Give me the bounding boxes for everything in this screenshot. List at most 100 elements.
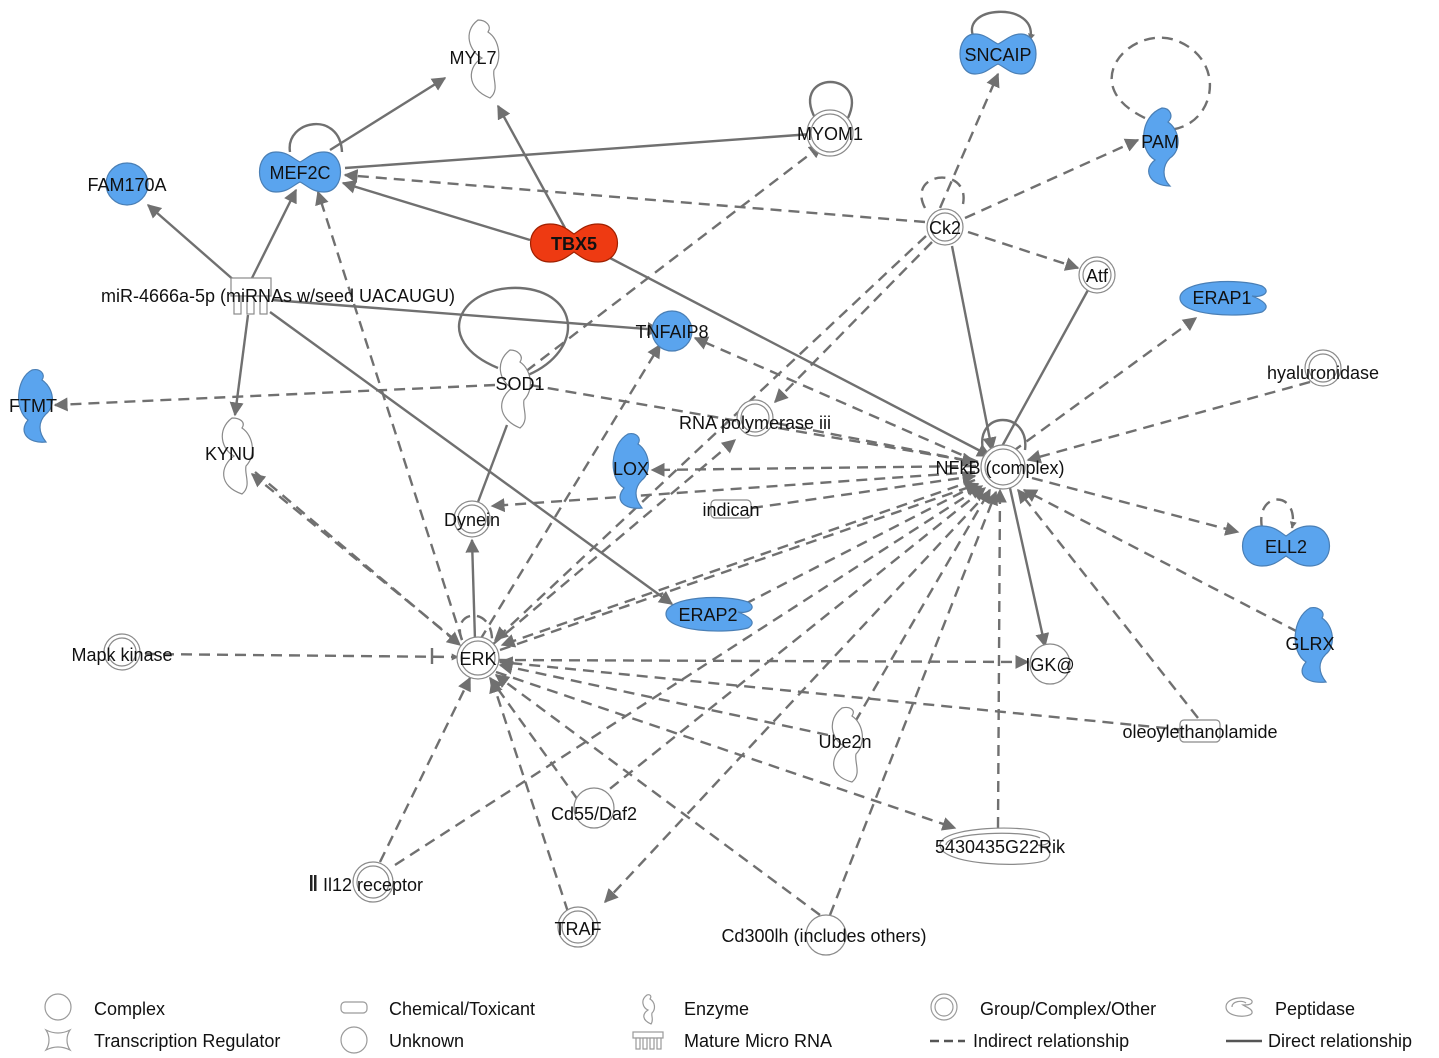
edge-ck2-rnapol	[774, 241, 933, 403]
edge-atf-nfkb	[998, 289, 1090, 451]
node-fam170a[interactable]: FAM170A	[87, 162, 167, 206]
edge-sod1-ftmt	[53, 383, 496, 412]
label-rik: 5430435G22Rik	[935, 837, 1066, 857]
node-indican[interactable]: indican	[702, 499, 760, 520]
legend-item-unknown: Unknown	[340, 1026, 464, 1054]
edge-mir-kynu	[229, 314, 250, 417]
node-erk[interactable]: ERK	[456, 636, 500, 680]
edge-sod1-myom1	[511, 144, 824, 383]
peptidase-shape-icon	[1225, 997, 1253, 1017]
edge-tbx5-nfkb	[609, 256, 992, 458]
edge-erk-kynu	[250, 473, 456, 641]
label-mef2c: MEF2C	[269, 163, 330, 183]
label-ube2n: Ube2n	[818, 732, 871, 752]
edge-myom1-self	[808, 80, 853, 119]
label-pam: PAM	[1141, 132, 1179, 152]
legend-item-complex: Complex	[44, 993, 165, 1021]
edge-erk-tnfaip8	[478, 343, 662, 641]
node-ell2[interactable]: ELL2	[1241, 525, 1331, 567]
label-lox: LOX	[613, 459, 649, 479]
node-tnfaip8[interactable]: TNFAIP8	[635, 310, 709, 352]
node-pam[interactable]: PAM	[1141, 107, 1179, 187]
label-erk: ERK	[459, 649, 496, 669]
legend-item-indirect: Indirect relationship	[930, 1031, 1129, 1051]
legend-enzyme: Enzyme	[684, 999, 749, 1019]
node-sncaip[interactable]: SNCAIP	[959, 33, 1037, 75]
node-erap1[interactable]: ERAP1	[1179, 280, 1267, 316]
node-mef2c[interactable]: MEF2C	[258, 151, 342, 193]
node-oleoyl[interactable]: oleoylethanolamide	[1122, 719, 1278, 743]
edge-nfkb-erk-1	[500, 478, 976, 648]
node-atf[interactable]: Atf	[1078, 256, 1116, 294]
label-indican: indican	[702, 500, 759, 520]
legend-chemical: Chemical/Toxicant	[389, 999, 535, 1019]
label-cd300: Cd300lh (includes others)	[721, 926, 926, 946]
node-ck2[interactable]: Ck2	[926, 208, 964, 246]
edge-mef2c-myom1	[344, 132, 813, 170]
edge-ube2n-nfkb	[853, 488, 992, 723]
mature-microrna-shape-icon	[632, 1031, 664, 1050]
label-cd55: Cd55/Daf2	[551, 804, 637, 824]
transcription-regulator-shape-icon	[44, 1028, 72, 1052]
node-myom1[interactable]: MYOM1	[797, 109, 863, 157]
label-nfkb: NFkB (complex)	[935, 458, 1064, 478]
node-cd300[interactable]: Cd300lh (includes others)	[721, 914, 927, 956]
label-glrx: GLRX	[1285, 634, 1334, 654]
edge-nfkb-erap1	[1011, 317, 1198, 453]
label-sod1: SOD1	[495, 374, 544, 394]
legend-group: Group/Complex/Other	[980, 999, 1156, 1019]
node-igk[interactable]: IGK@	[1025, 643, 1075, 685]
node-myl7[interactable]: MYL7	[449, 19, 500, 99]
label-erap2: ERAP2	[678, 605, 737, 625]
edge-ck2-atf	[967, 230, 1080, 271]
node-mapk[interactable]: Mapk kinase	[71, 633, 173, 671]
edge-cd300-nfkb	[828, 490, 998, 916]
node-erap2[interactable]: ERAP2	[665, 596, 753, 632]
node-glrx[interactable]: GLRX	[1285, 607, 1335, 683]
legend-unknown: Unknown	[389, 1031, 464, 1051]
edge-ck2-mef2c	[343, 169, 926, 224]
chemical-shape-icon	[340, 1001, 368, 1014]
node-sod1[interactable]: SOD1	[495, 349, 545, 429]
node-mir4666[interactable]: miR-4666a-5p (miRNAs w/seed UACAUGU)	[101, 277, 455, 315]
edge-nfkb-dynein	[490, 470, 976, 513]
label-oleoyl: oleoylethanolamide	[1122, 722, 1277, 742]
edge-hyal-nfkb	[1026, 380, 1311, 464]
edge-rnapol-nfkb	[759, 418, 977, 467]
node-rnapol[interactable]: RNA polymerase iii	[679, 399, 831, 437]
legend-complex: Complex	[94, 999, 165, 1019]
edge-ube2n-erk	[498, 660, 829, 737]
edge-cd300-erk	[494, 674, 821, 916]
label-ell2: ELL2	[1265, 537, 1307, 557]
node-traf[interactable]: TRAF	[555, 906, 602, 948]
node-nfkb[interactable]: NFkB (complex)	[935, 444, 1065, 490]
node-ube2n[interactable]: Ube2n	[818, 706, 872, 783]
node-kynu[interactable]: KYNU	[205, 417, 255, 495]
edge-kynu-erk	[254, 471, 462, 646]
edge-ck2-sncaip	[938, 72, 1000, 209]
node-il12[interactable]: Il12 receptor	[310, 861, 423, 903]
legend-peptidase: Peptidase	[1275, 999, 1355, 1019]
edge-rik-nfkb	[992, 488, 1007, 829]
edge-tbx5-mef2c	[341, 179, 531, 242]
label-fam170a: FAM170A	[87, 175, 166, 195]
edge-mir-fam170a	[146, 204, 237, 283]
edge-sncaip-self	[970, 10, 1035, 41]
node-cd55[interactable]: Cd55/Daf2	[551, 787, 637, 829]
node-ftmt[interactable]: FTMT	[9, 369, 57, 443]
label-atf: Atf	[1086, 266, 1109, 286]
complex-shape-icon	[44, 993, 72, 1021]
edge-indican-nfkb	[751, 470, 977, 510]
node-rik[interactable]: 5430435G22Rik	[935, 827, 1066, 865]
node-lox[interactable]: LOX	[612, 433, 649, 509]
edges	[53, 10, 1311, 916]
node-dynein[interactable]: Dynein	[444, 500, 500, 538]
legend-direct: Direct relationship	[1268, 1031, 1412, 1051]
legend-item-transcription: Transcription Regulator	[44, 1028, 280, 1052]
edge-il12-erk	[378, 676, 472, 863]
legend-item-direct: Direct relationship	[1226, 1031, 1412, 1051]
node-tbx5[interactable]: TBX5	[529, 223, 619, 263]
label-myl7: MYL7	[449, 48, 496, 68]
node-hyaluronidase[interactable]: hyaluronidase	[1267, 349, 1379, 387]
edge-erk-dynein	[465, 538, 480, 641]
